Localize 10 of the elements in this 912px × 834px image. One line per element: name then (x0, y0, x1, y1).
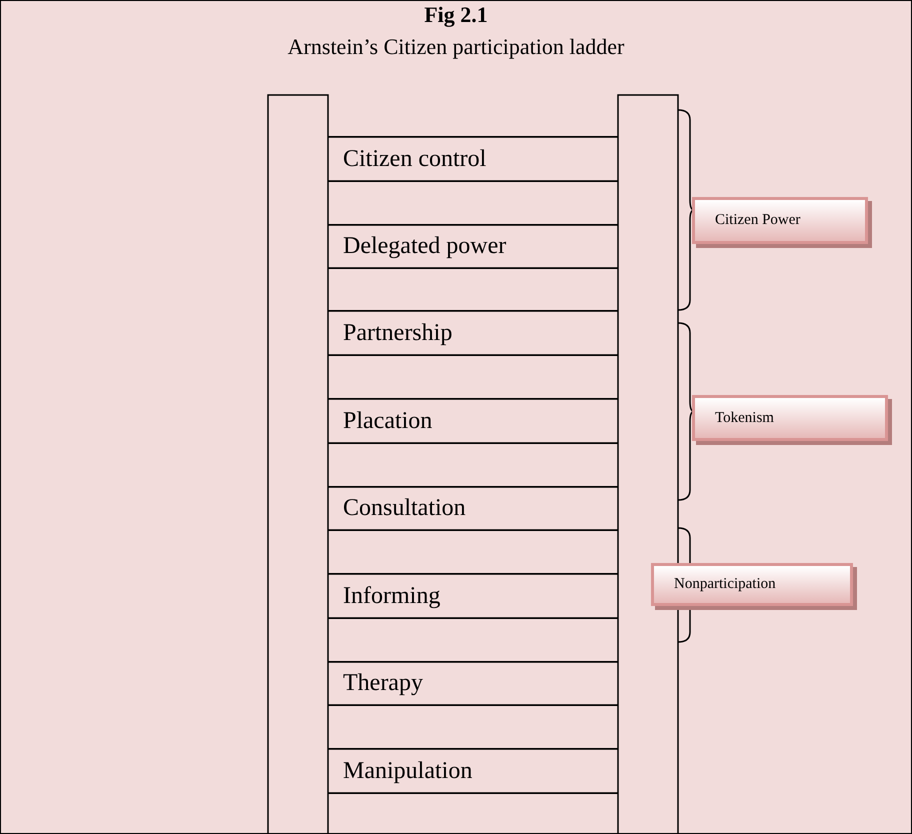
ladder-rung: Partnership (328, 310, 618, 356)
ladder-rung: Citizen control (328, 136, 618, 182)
ladder-rung: Manipulation (328, 748, 618, 794)
ladder-rung: Delegated power (328, 224, 618, 269)
figure-title: Fig 2.1 (423, 2, 489, 28)
ladder-rung: Placation (328, 398, 618, 444)
ladder-rung: Therapy (328, 661, 618, 706)
subtitle: Arnstein’s Citizen participation ladder (286, 34, 626, 60)
ladder-rung: Consultation (328, 486, 618, 531)
ladder-rung: Informing (328, 573, 618, 619)
